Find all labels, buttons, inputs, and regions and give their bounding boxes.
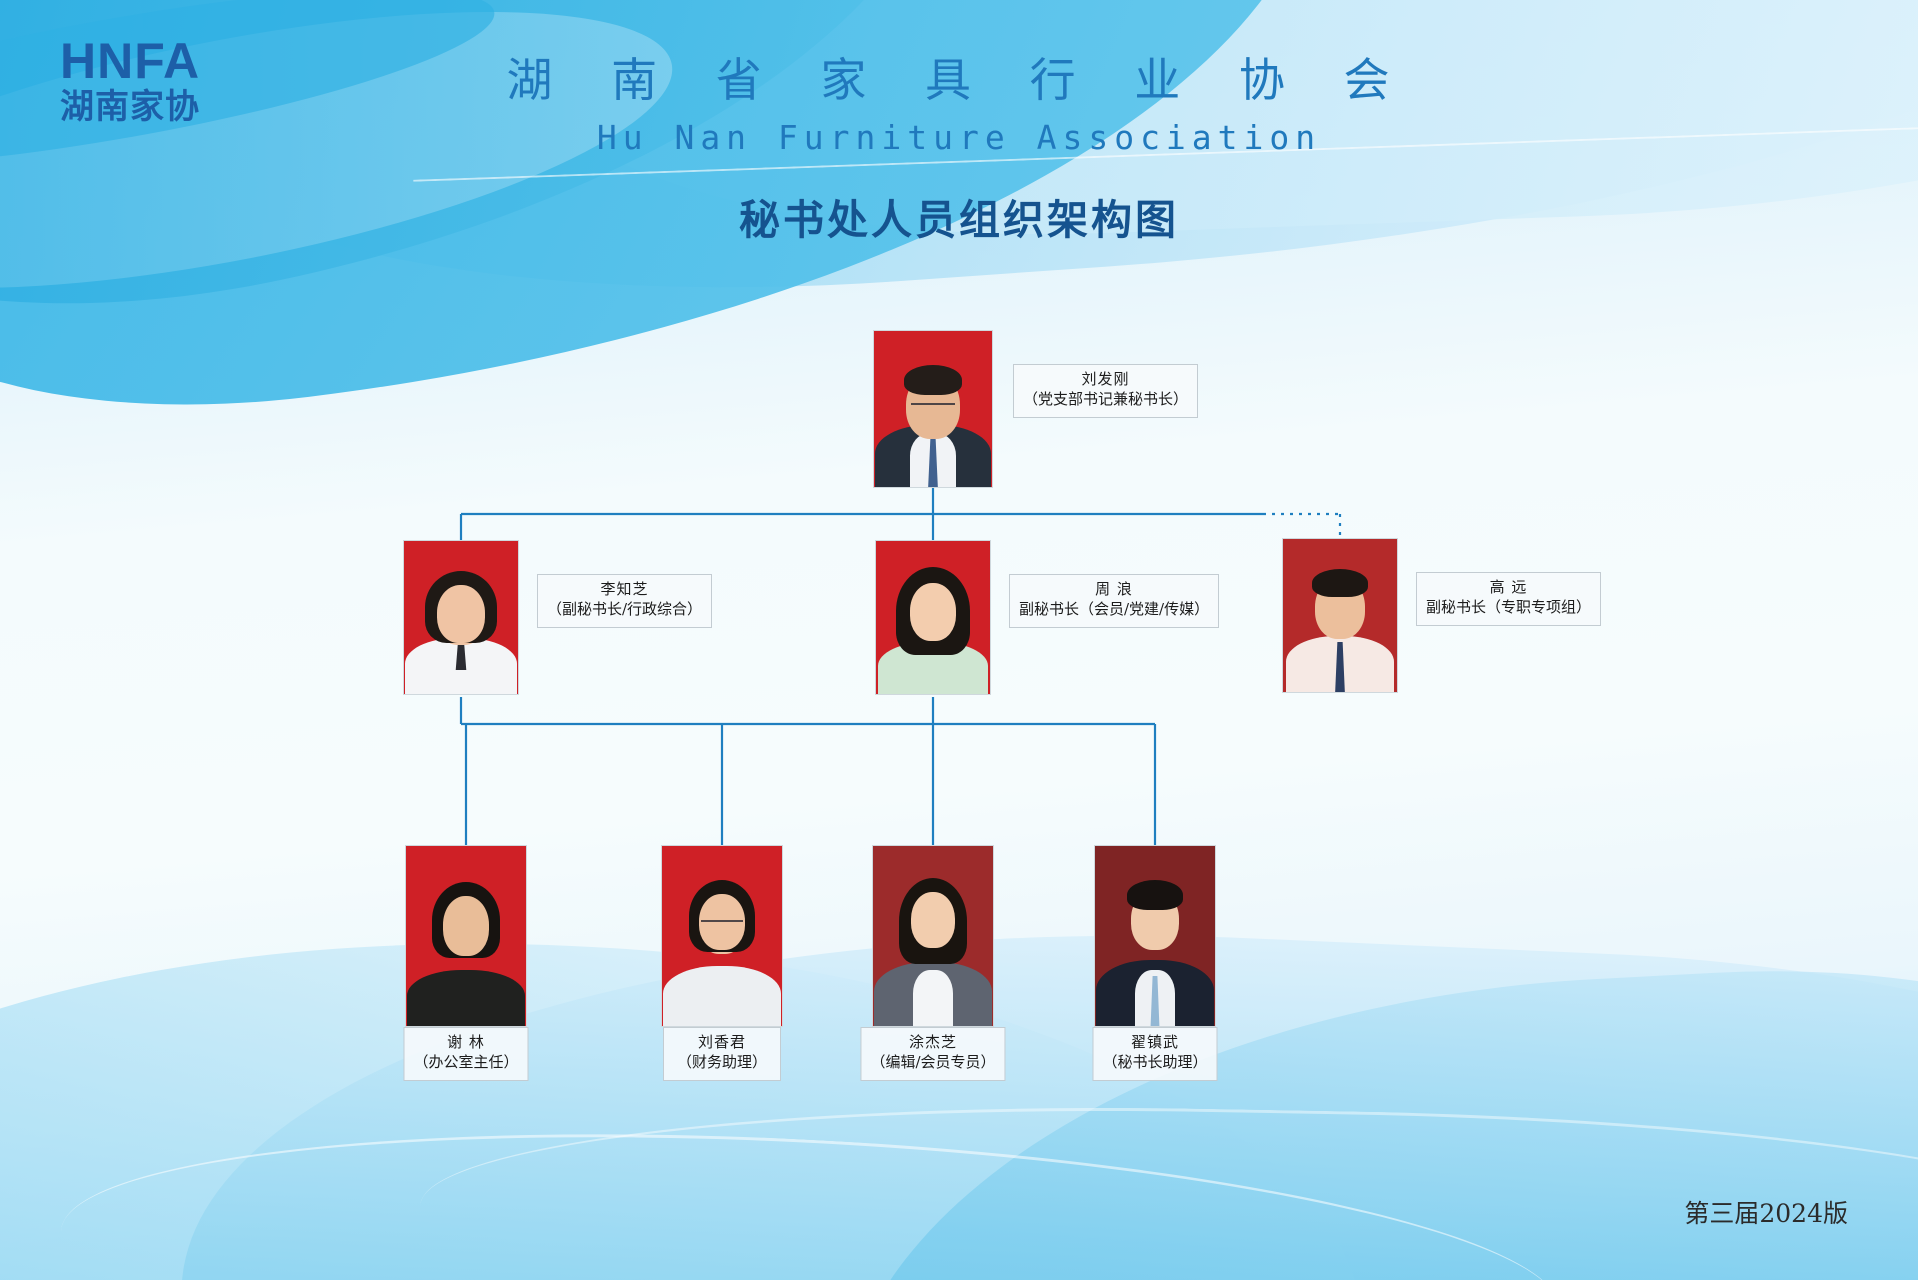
photo-hair <box>1127 880 1183 910</box>
photo-tie <box>1335 642 1345 692</box>
photo-gaoyuan <box>1282 538 1398 693</box>
photo-top <box>663 966 781 1026</box>
photo-top <box>407 970 525 1026</box>
org-node-zhoulang[interactable]: 周 浪 副秘书长（会员/党建/传媒） <box>875 540 1220 695</box>
photo-xielin <box>405 845 527 1027</box>
person-role: 副秘书长（会员/党建/传媒） <box>1019 599 1210 618</box>
logo-acronym: HNFA <box>60 33 201 89</box>
logo-chinese-name: 湖南家协 <box>60 87 200 127</box>
label-xielin: 谢 林 （办公室主任） <box>403 1027 529 1081</box>
photo-face-front <box>443 896 489 956</box>
label-liuxiangjun: 刘香君 （财务助理） <box>663 1027 781 1081</box>
photo-zhaizhenwu <box>1094 845 1216 1027</box>
label-tujiezhi: 涂杰芝 （编辑/会员专员） <box>860 1027 1006 1081</box>
photo-hair <box>904 365 962 395</box>
person-name: 谢 林 <box>447 1033 485 1051</box>
person-name: 刘发刚 <box>1081 370 1130 388</box>
photo-tie <box>928 439 938 487</box>
page-title: 秘书处人员组织架构图 <box>739 196 1179 244</box>
photo-liufagang <box>873 330 993 488</box>
person-role: （秘书长助理） <box>1102 1052 1208 1071</box>
label-lizhizhi: 李知芝 （副秘书长/行政综合） <box>537 574 713 628</box>
person-role: （副秘书长/行政综合） <box>547 599 703 618</box>
photo-glasses <box>911 403 955 405</box>
label-liufagang: 刘发刚 （党支部书记兼秘书长） <box>1013 364 1199 418</box>
org-node-zhaizhenwu[interactable]: 翟镇武 （秘书长助理） <box>1092 845 1218 1081</box>
org-node-liufagang[interactable]: 刘发刚 （党支部书记兼秘书长） <box>873 330 1199 488</box>
photo-ribbon <box>455 640 467 670</box>
photo-glasses <box>701 920 743 922</box>
label-zhaizhenwu: 翟镇武 （秘书长助理） <box>1092 1027 1218 1081</box>
photo-face-front <box>699 894 745 950</box>
organization-name-en: Hu Nan Furniture Association <box>596 118 1322 157</box>
photo-zhoulang <box>875 540 991 695</box>
photo-face-front <box>437 585 485 643</box>
photo-shirt <box>913 970 953 1026</box>
org-node-tujiezhi[interactable]: 涂杰芝 （编辑/会员专员） <box>860 845 1006 1081</box>
person-name: 李知芝 <box>600 580 649 598</box>
photo-face-front <box>910 583 956 641</box>
association-logo: HNFA 湖南家协 <box>60 36 270 127</box>
person-role: 副秘书长（专职专项组） <box>1426 597 1592 616</box>
person-name: 翟镇武 <box>1130 1033 1180 1051</box>
label-gaoyuan: 高 远 副秘书长（专职专项组） <box>1416 572 1602 626</box>
person-role: （财务助理） <box>676 1052 767 1071</box>
photo-lizhizhi <box>403 540 519 695</box>
photo-tujiezhi <box>872 845 994 1027</box>
person-role: （党支部书记兼秘书长） <box>1023 389 1189 408</box>
person-role: （办公室主任） <box>413 1052 519 1071</box>
org-node-lizhizhi[interactable]: 李知芝 （副秘书长/行政综合） <box>403 540 713 695</box>
org-node-gaoyuan[interactable]: 高 远 副秘书长（专职专项组） <box>1282 538 1602 693</box>
label-zhoulang: 周 浪 副秘书长（会员/党建/传媒） <box>1009 574 1220 628</box>
person-name: 涂杰芝 <box>908 1033 957 1051</box>
photo-tie <box>1150 976 1160 1026</box>
organization-name-cn: 湖 南 省 家 具 行 业 协 会 <box>506 53 1412 107</box>
person-role: （编辑/会员专员） <box>870 1052 996 1071</box>
photo-liuxiangjun <box>661 845 783 1027</box>
edition-footer: 第三届2024版 <box>1684 1199 1848 1228</box>
person-name: 高 远 <box>1489 578 1528 596</box>
org-node-liuxiangjun[interactable]: 刘香君 （财务助理） <box>661 845 783 1081</box>
org-node-xielin[interactable]: 谢 林 （办公室主任） <box>403 845 529 1081</box>
header-titles: 湖 南 省 家 具 行 业 协 会 Hu Nan Furniture Assoc… <box>0 44 1918 157</box>
photo-face-front <box>911 892 955 948</box>
person-name: 周 浪 <box>1095 580 1133 598</box>
person-name: 刘香君 <box>697 1033 746 1051</box>
photo-hair <box>1312 569 1368 597</box>
